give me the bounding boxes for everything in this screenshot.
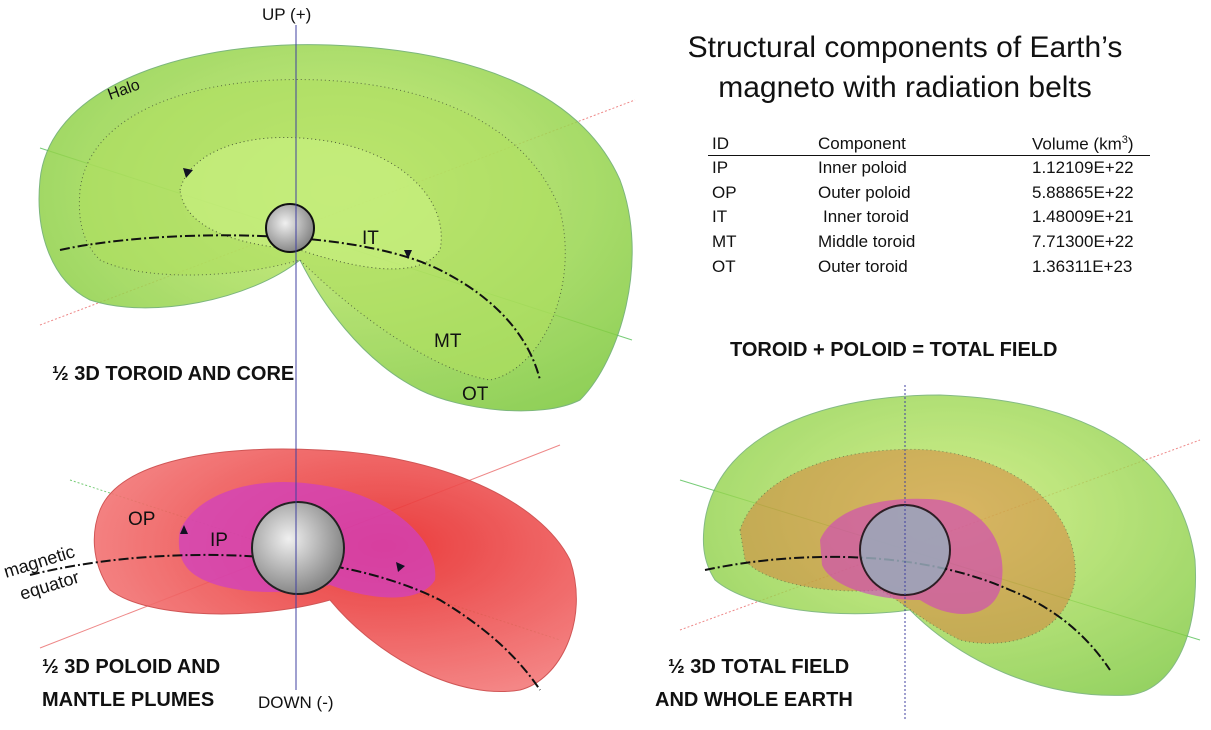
poloid-caption-line1: ½ 3D POLOID AND (42, 656, 220, 678)
total-caption-line2: AND WHOLE EARTH (655, 689, 853, 711)
table-row: IP Inner poloid 1.12109E+22 (708, 156, 1150, 181)
cell-id: IT (712, 207, 728, 227)
cell-volume: 1.12109E+22 (1032, 158, 1134, 178)
components-table: ID Component Volume (km3) IP Inner poloid… (708, 133, 1150, 279)
direction-arrow-icon (183, 168, 193, 178)
header-component: Component (814, 133, 1028, 156)
cell-volume: 7.71300E+22 (1032, 232, 1134, 252)
earth-core-sphere (265, 203, 315, 253)
header-volume-sup: 3 (1121, 133, 1128, 146)
header-id: ID (708, 133, 814, 156)
direction-arrow-icon (404, 250, 412, 259)
table-row: MT Middle toroid 7.71300E+22 (708, 230, 1150, 255)
direction-arrow-icon (396, 562, 405, 572)
header-volume: Volume (km3) (1028, 133, 1150, 156)
title-line-1: Structural components of Earth’s (687, 31, 1123, 64)
up-label: UP (+) (262, 5, 311, 24)
table-header-row: ID Component Volume (km3) (708, 133, 1150, 156)
it-label: IT (362, 228, 379, 249)
cell-id: OT (712, 256, 736, 276)
mt-label: MT (434, 331, 462, 352)
poloid-caption-line2: MANTLE PLUMES (42, 689, 214, 711)
cell-component: Middle toroid (818, 232, 916, 252)
magnetic-equator-line (29, 553, 541, 691)
cell-component: Outer poloid (818, 182, 911, 202)
poloid-diagram (29, 444, 577, 692)
table-row: IT Inner toroid 1.48009E+21 (708, 205, 1150, 230)
cell-component: Outer toroid (818, 256, 908, 276)
op-label: OP (128, 509, 155, 530)
cell-id: IP (712, 158, 729, 178)
direction-arrow-icon (180, 525, 188, 534)
table-row: OT Outer toroid 1.36311E+23 (708, 254, 1150, 279)
total-field-heading: TOROID + POLOID = TOTAL FIELD (730, 339, 1057, 361)
toroid-diagram (38, 44, 636, 412)
cell-component: Inner poloid (818, 158, 907, 178)
cell-id: MT (712, 232, 737, 252)
title-line-2: magneto with radiation belts (718, 71, 1092, 104)
cell-volume: 1.36311E+23 (1032, 256, 1133, 276)
cell-volume: 1.48009E+21 (1032, 207, 1134, 227)
cell-id: OP (712, 182, 737, 202)
total-caption-line1: ½ 3D TOTAL FIELD (668, 656, 849, 678)
figure-title: Structural components of Earth’s magneto… (640, 28, 1170, 108)
magnetic-equator-line (704, 555, 1111, 671)
toroid-caption: ½ 3D TOROID AND CORE (52, 363, 294, 385)
header-volume-end: ) (1127, 134, 1134, 154)
down-label: DOWN (-) (258, 693, 334, 712)
earth-mantle-plumes-sphere (251, 501, 345, 595)
total-field-diagram (679, 385, 1201, 720)
ot-label: OT (462, 384, 489, 405)
cell-volume: 5.88865E+22 (1032, 182, 1134, 202)
magnetic-equator-line (59, 234, 541, 381)
cell-component: Inner toroid (823, 207, 909, 227)
header-volume-text: Volume (km (1032, 134, 1122, 154)
table-row: OP Outer poloid 5.88865E+22 (708, 181, 1150, 206)
ip-label: IP (210, 530, 228, 551)
